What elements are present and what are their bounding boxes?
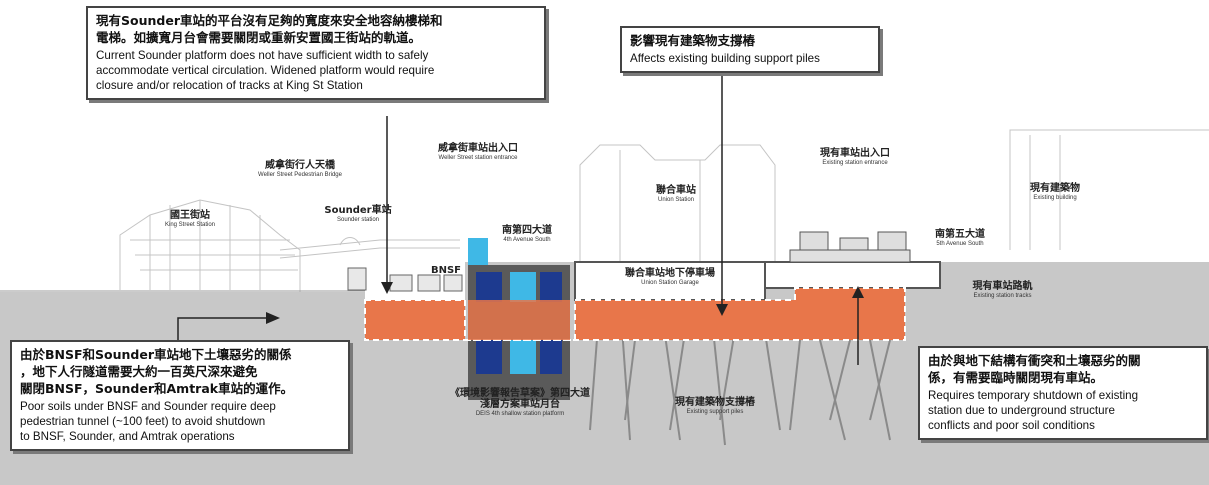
label-bnsf: BNSF (428, 265, 464, 276)
weller-bridge (279, 239, 460, 251)
label-union-garage: 聯合車站地下停車場 Union Station Garage (600, 268, 740, 287)
label-en: 4th Avenue South (503, 237, 551, 243)
label-en: Existing station entrance (822, 160, 888, 166)
existing-station-box (764, 261, 941, 289)
existing-building-outline (1009, 129, 1209, 250)
label-zh: 現有車站出入口 (820, 148, 890, 159)
label-zh: Sounder車站 (324, 205, 392, 216)
label-zh: 威拿街車站出入口 (438, 143, 518, 154)
label-en: King Street Station (164, 222, 216, 228)
king-street-station-building (119, 199, 301, 295)
label-zh: 威拿街行人天橋 (265, 160, 335, 171)
support-pile (789, 339, 801, 431)
label-fourth-ave: 南第四大道 4th Avenue South (496, 225, 558, 244)
label-zh: 《環境影響報告草案》第四大道 淺層方案車站月台 (450, 388, 590, 410)
sounder-trains (347, 267, 463, 292)
callout-en: Requires temporary shutdown of existing … (928, 388, 1139, 432)
label-zh: 國王街站 (170, 210, 210, 221)
excavation-outline (364, 287, 906, 341)
label-zh: 聯合車站地下停車場 (625, 268, 715, 279)
label-zh: 現有建築物支撐樁 (675, 397, 755, 408)
shaft-head (468, 238, 488, 265)
label-union-station: 聯合車站 Union Station (636, 185, 716, 204)
label-zh: 南第四大道 (502, 225, 552, 236)
label-king-street-station: 國王街站 King Street Station (150, 210, 230, 229)
callout-en: Affects existing building support piles (630, 51, 820, 65)
label-en: Existing station tracks (973, 293, 1032, 299)
label-support-piles: 現有建築物支撐樁 Existing support piles (665, 397, 765, 416)
callout-en: Current Sounder platform does not have s… (96, 48, 435, 92)
label-zh: 聯合車站 (656, 185, 696, 196)
label-weller-entrance: 威拿街車站出入口 Weller Street station entrance (418, 143, 538, 162)
label-en: Sounder station (336, 217, 380, 223)
label-fifth-ave: 南第五大道 5th Avenue South (920, 229, 1000, 248)
support-pile (869, 339, 891, 421)
callout-temporary-shutdown: 由於與地下結構有衝突和土壤惡劣的關 係，有需要臨時關閉現有車站。 Require… (918, 346, 1208, 440)
leader-lines (177, 72, 859, 365)
label-en: DEIS 4th shallow station platform (475, 411, 565, 417)
label-en: Union Station Garage (641, 280, 699, 286)
label-sounder-station: Sounder車站 Sounder station (318, 205, 398, 224)
label-en: Weller Street station entrance (438, 155, 518, 161)
label-zh: 現有建築物 (1030, 183, 1080, 194)
shaft-windows (476, 272, 562, 374)
label-existing-entrance: 現有車站出入口 Existing station entrance (800, 148, 910, 167)
label-existing-building: 現有建築物 Existing building (1010, 183, 1100, 202)
callout-zh: 影響現有建築物支撐樁 (630, 33, 756, 48)
callout-poor-soils: 由於BNSF和Sounder車站地下土壤惡劣的關係 ，地下人行隧道需要大約一百英… (10, 340, 350, 451)
label-zh: BNSF (430, 265, 462, 276)
label-en: Existing building (1033, 195, 1077, 201)
label-deis-platform: 《環境影響報告草案》第四大道 淺層方案車站月台 DEIS 4th shallow… (440, 388, 600, 418)
label-en: Union Station (657, 197, 695, 203)
label-en: Weller Street Pedestrian Bridge (258, 172, 342, 178)
callout-zh: 由於BNSF和Sounder車站地下土壤惡劣的關係 ，地下人行隧道需要大約一百英… (20, 347, 294, 396)
label-weller-bridge: 威拿街行人天橋 Weller Street Pedestrian Bridge (245, 160, 355, 179)
callout-en: Poor soils under BNSF and Sounder requir… (20, 399, 276, 443)
label-zh: 現有車站路軌 (972, 281, 1033, 292)
station-entrance-kiosks (799, 231, 907, 251)
label-en: Existing support piles (686, 409, 744, 415)
callout-building-piles: 影響現有建築物支撐樁 Affects existing building sup… (620, 26, 880, 73)
leader-arrowheads (266, 282, 864, 324)
callout-sounder-platform: 現有Sounder車站的平台沒有足夠的寬度來安全地容納樓梯和 電梯。如擴寬月台會… (86, 6, 546, 100)
support-pile (819, 339, 846, 441)
union-station-building (579, 144, 776, 262)
support-pile (869, 339, 891, 441)
label-existing-tracks: 現有車站路軌 Existing station tracks (955, 281, 1050, 300)
callout-zh: 現有Sounder車站的平台沒有足夠的寬度來安全地容納樓梯和 電梯。如擴寬月台會… (96, 13, 443, 45)
label-en: 5th Avenue South (936, 241, 984, 247)
support-pile (829, 339, 851, 421)
label-zh: 南第五大道 (935, 229, 985, 240)
callout-zh: 由於與地下結構有衝突和土壤惡劣的關 係，有需要臨時關閉現有車站。 (928, 353, 1141, 385)
